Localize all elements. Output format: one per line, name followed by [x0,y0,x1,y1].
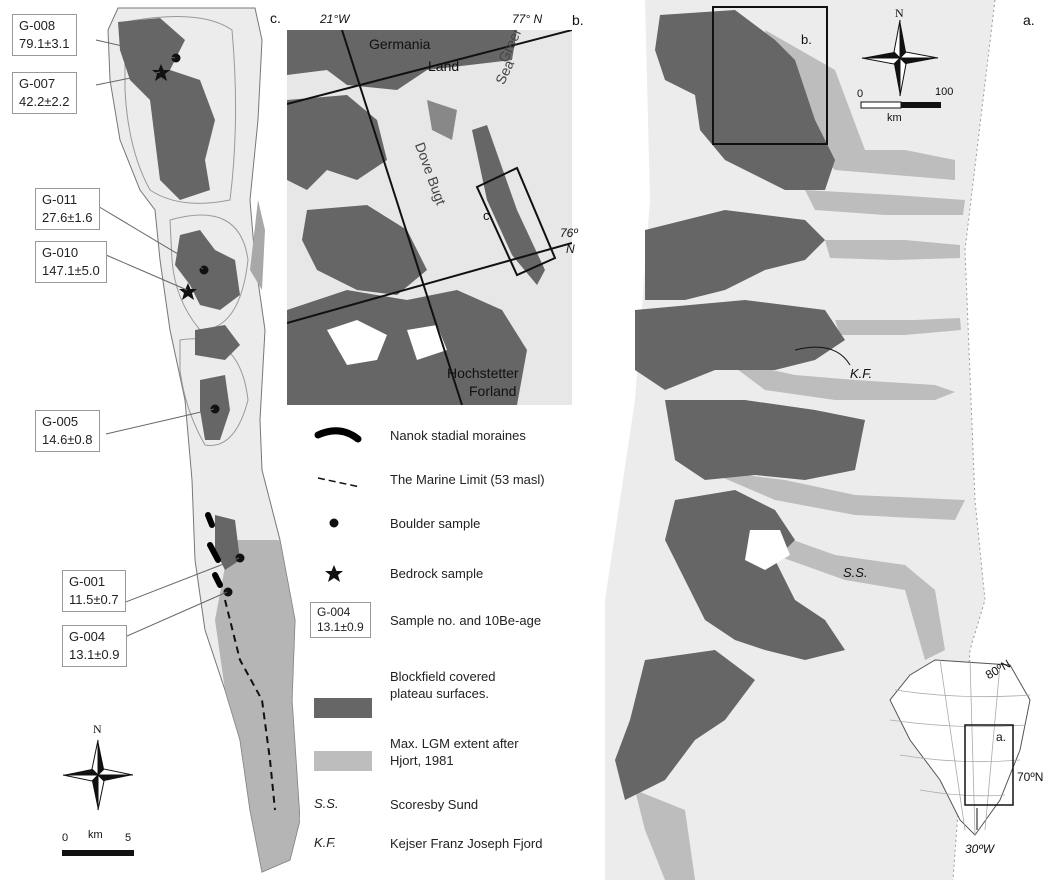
panel-a-map [605,0,1031,881]
legend-boulder: Boulder sample [390,516,481,531]
legend-marine-limit: The Marine Limit (53 masl) [390,472,545,487]
scale-a-unit: km [887,112,902,124]
hochstetter-label: Hochstetter [447,365,519,381]
greenland-inset [889,659,1031,836]
legend-blockfield: Blockfield covered plateau surfaces. [390,669,496,701]
forland-label: Forland [469,383,517,399]
legend-bedrock: Bedrock sample [390,566,484,581]
legend-ss: Scoresby Sund [390,797,479,812]
legend-kf: Kejser Franz Joseph Fjord [390,836,543,851]
scale-zero: 0 [62,832,69,844]
kf-label: K.F. [850,366,873,381]
compass-rose-icon [861,19,939,97]
lat-77n-label: 77° N [512,12,543,26]
legend-symbols [314,427,372,771]
panel-c-map [62,7,301,873]
lon-21w-label: 21°W [320,12,350,26]
legend-kf-abbr: K.F. [314,835,337,850]
north-label-a: N [895,6,904,20]
legend-moraines: Nanok stadial moraines [390,428,526,443]
inset-lon-30: 30ºW [965,842,995,856]
germania-label: Germania [369,36,431,52]
ss-label: S.S. [843,565,868,580]
scale-a-max: 100 [935,86,954,98]
panel-b-map [287,30,572,405]
compass-rose-icon [62,739,134,811]
inset-box-a-label: a. [996,730,1007,744]
lat-76n-label: 76º [560,226,578,240]
panel-a-label: a. [1023,12,1035,28]
lat-76n-label-2: N [566,242,575,256]
scale-unit: km [88,829,103,841]
panel-b: Germania Land Greenland Sea Dove Bugt Ho… [287,30,572,405]
scale-a-zero: 0 [857,88,864,100]
panel-c-label: c. [270,10,281,26]
inset-lat-70: 70ºN [1017,770,1044,784]
blockfield-plateau [118,18,215,200]
legend-lgm: Max. LGM extent after Hjort, 1981 [390,736,519,768]
land-label: Land [428,58,460,74]
box-c-label: c. [483,208,494,223]
legend-sample-no: Sample no. and 10Be-age [390,613,542,628]
box-b-label: b. [801,32,812,47]
north-label: N [93,722,102,736]
panel-a: a. b. N 0 100 km K.F. S.S. 80ºN 70ºN 30º… [605,0,1053,881]
panel-b-label: b. [572,12,584,28]
legend-ss-abbr: S.S. [314,796,339,811]
legend: Nanok stadial moraines The Marine Limit … [300,415,600,875]
scale-max: 5 [125,832,132,844]
